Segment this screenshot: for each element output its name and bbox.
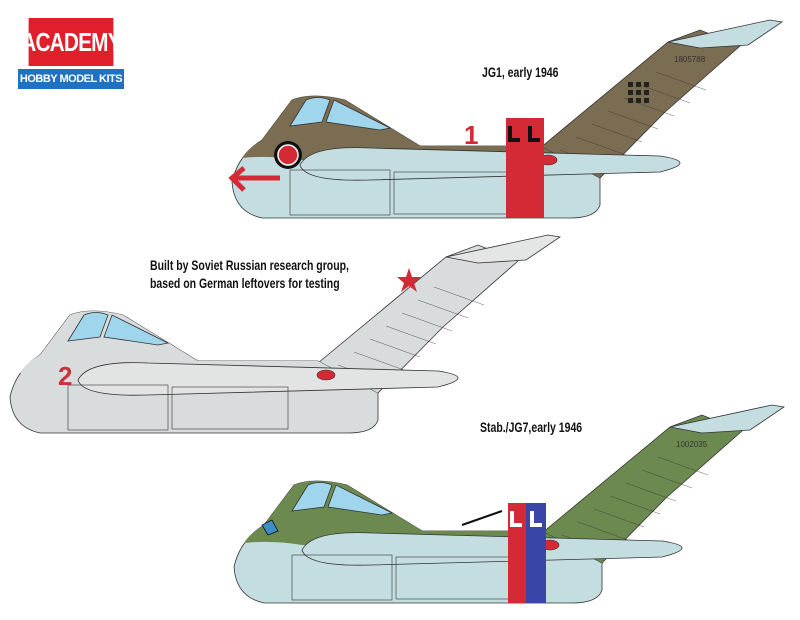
fin-tip — [667, 19, 784, 49]
fin-panel-line — [625, 482, 677, 502]
cross-marking-square — [644, 82, 649, 87]
tail-band-blue — [526, 503, 546, 603]
canopy-front — [289, 97, 331, 127]
cross-marking-square — [636, 90, 641, 95]
caption-soviet-line2: based on German leftovers for testing — [150, 275, 340, 291]
fin-panel-line — [575, 136, 627, 156]
access-panel — [67, 384, 169, 431]
unit-emblem — [261, 519, 279, 536]
cross-marking — [628, 82, 649, 103]
canopy-rear — [103, 314, 170, 346]
canopy-front — [67, 312, 109, 342]
cross-marking-square — [628, 90, 633, 95]
cross-marking-square — [636, 82, 641, 87]
canopy-rear — [327, 484, 394, 516]
fin-panel-line — [591, 123, 643, 143]
fin-tip — [445, 234, 562, 264]
balkenkreuz — [508, 126, 540, 142]
canopy-front — [291, 482, 333, 512]
fin-panel-line — [655, 71, 707, 91]
fin-panel-line — [639, 84, 691, 104]
cross-marking-square — [628, 82, 633, 87]
serial-number: 1002035 — [676, 440, 708, 449]
fin-panel-line — [609, 495, 661, 515]
fin-panel-line — [641, 469, 693, 489]
caption-soviet-line1: Built by Soviet Russian research group, — [150, 257, 349, 273]
academy-logo: ACADEMY HOBBY MODEL KITS — [18, 18, 124, 89]
caption-jg1: JG1, early 1946 — [482, 64, 559, 80]
fin-panel-line — [417, 299, 469, 319]
tail-band — [506, 118, 544, 218]
fin-panel-line — [369, 338, 421, 358]
fin-panel-line — [577, 521, 629, 541]
cross-marking-square — [644, 90, 649, 95]
cross-marking-square — [644, 98, 649, 103]
nacelle-light — [316, 369, 336, 381]
aircraft-number: 1 — [464, 120, 478, 150]
fin-panel-line — [657, 456, 709, 476]
red-star — [397, 268, 421, 292]
unit-emblem-inner — [277, 144, 299, 166]
canopy-rear — [325, 99, 392, 131]
logo-brand: ACADEMY — [21, 18, 122, 66]
fin-panel-line — [353, 351, 405, 371]
balkenkreuz — [510, 511, 542, 527]
access-panel — [171, 386, 289, 430]
fin-panel-line — [607, 110, 659, 130]
fin-panel-line — [385, 325, 437, 345]
aircraft-profile-1: 1 1805788 — [228, 19, 784, 219]
antenna — [461, 510, 503, 526]
aircraft-number: 2 — [58, 361, 72, 391]
access-panel — [291, 554, 393, 601]
cross-marking-square — [628, 98, 633, 103]
access-panel — [289, 169, 391, 216]
fin-panel-line — [433, 286, 485, 306]
caption-jg7: Stab./JG7,early 1946 — [480, 419, 583, 435]
aircraft-profile-2: 2 — [9, 234, 562, 434]
aircraft-profile-3: 1002035 — [233, 404, 786, 604]
logo-tagline: HOBBY MODEL KITS — [18, 66, 124, 89]
nose-arrow — [228, 166, 280, 192]
fin-panel-line — [593, 508, 645, 528]
serial-number: 1805788 — [674, 55, 706, 64]
fin-panel-line — [401, 312, 453, 332]
fin-tip — [669, 404, 786, 434]
cross-marking-square — [636, 98, 641, 103]
